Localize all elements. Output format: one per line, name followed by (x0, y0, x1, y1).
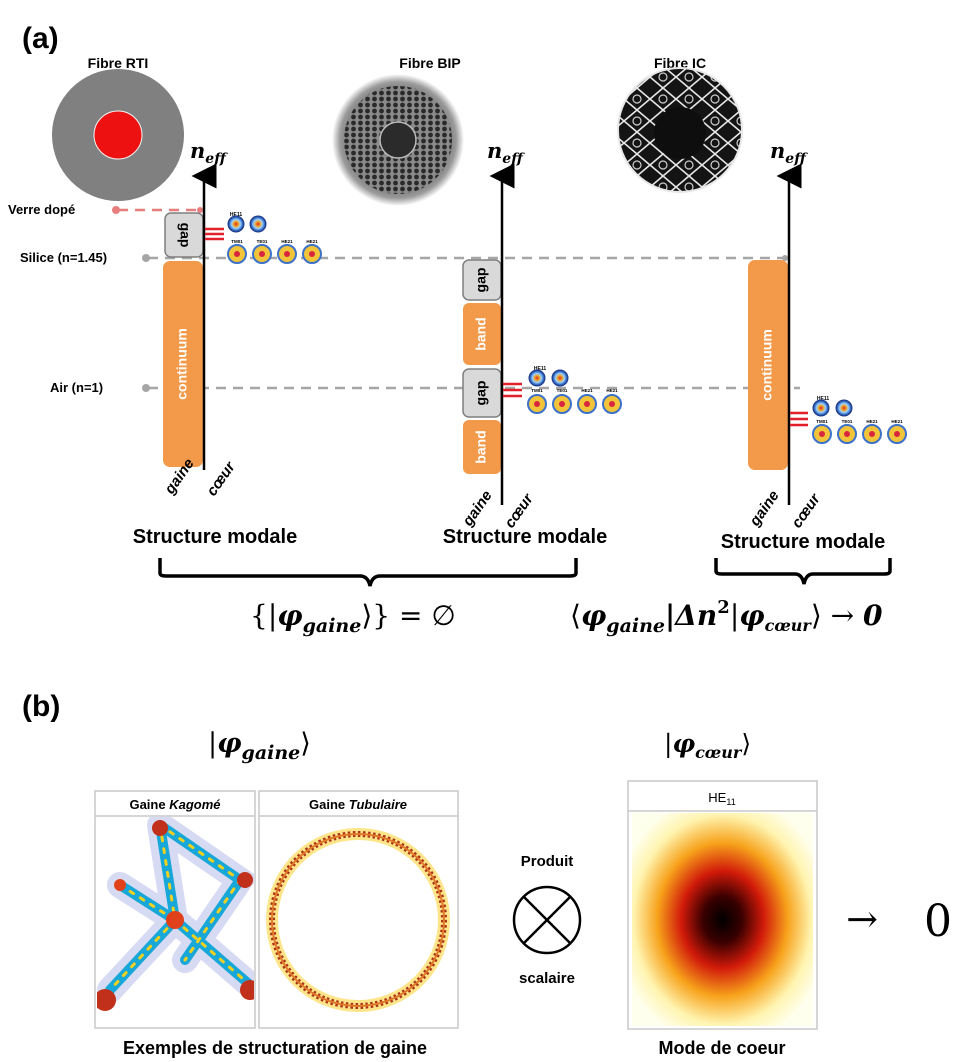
fiber-rti-section (52, 69, 184, 201)
svg-text:HE21: HE21 (606, 388, 618, 393)
formula-empty-set: {|φgaine⟩} = ∅ (250, 599, 456, 637)
svg-text:neff: neff (487, 138, 525, 167)
core-mode-title: HE11 (708, 790, 735, 807)
caption-core-mode: Mode de coeur (658, 1038, 785, 1058)
svg-text:HE11: HE11 (817, 396, 829, 402)
svg-text:HE21: HE21 (306, 239, 318, 244)
tubular-field-image (266, 828, 450, 1012)
svg-text:HE21: HE21 (581, 388, 593, 393)
product-label-top: Produit (521, 853, 574, 870)
neff-label-rti: neff (190, 138, 228, 167)
caption-structure-rti: Structure modale (133, 526, 297, 548)
svg-text:|φgaine⟩: |φgaine⟩ (208, 728, 311, 764)
formula-overlap: ⟨φgaine|Δn2|φcœur⟩ → 0 (570, 597, 883, 637)
mode-icons-ic: HE11 TM01 TE01 HE21 HE21 (812, 396, 907, 444)
mode-icons-rti: HE11 TM01 TE01 HE21 HE21 (227, 212, 322, 264)
band-diagram-ic: continuum gaine cœur (746, 163, 824, 531)
panel-b-label: (b) (22, 690, 60, 723)
brace-left (158, 558, 578, 587)
fiber-bip-section (332, 74, 464, 206)
svg-text:band: band (473, 430, 489, 463)
svg-text:HE11: HE11 (534, 366, 546, 372)
svg-text:TM01: TM01 (816, 419, 828, 424)
svg-text:{|φgaine⟩} = ∅: {|φgaine⟩} = ∅ (250, 599, 456, 637)
core-mode-box: HE11 (627, 780, 818, 1030)
svg-text:gaine: gaine (746, 487, 783, 530)
svg-text:cœur: cœur (788, 490, 824, 531)
svg-text:HE21: HE21 (866, 419, 878, 424)
arrow-to-zero: → (846, 897, 878, 941)
tubular-cladding-box: Gaine Tubulaire (258, 790, 459, 1029)
mode-icons-bip: HE11 TM01 TE01 HE21 HE21 (527, 366, 622, 414)
tubular-title: Gaine Tubulaire (309, 797, 407, 812)
label-doped-glass: Verre dopé (8, 202, 75, 217)
svg-text:band: band (473, 317, 489, 350)
svg-text:gaine: gaine (459, 487, 496, 530)
brace-right (714, 558, 892, 585)
panel-a-label: (a) (22, 22, 59, 55)
svg-text:gap: gap (177, 223, 193, 248)
continuum-box (163, 261, 203, 467)
zero-result: 0 (924, 896, 952, 947)
svg-text:HE21: HE21 (891, 419, 903, 424)
caption-structure-ic: Structure modale (721, 531, 885, 553)
neff-label-ic: neff (770, 138, 808, 167)
svg-text:HE21: HE21 (281, 239, 293, 244)
core-mode-field-image (632, 813, 813, 1026)
fiber-title-ic: Fibre IC (654, 55, 706, 71)
svg-text:continuum: continuum (759, 329, 775, 401)
caption-structure-bip: Structure modale (443, 526, 607, 548)
svg-text:TM01: TM01 (531, 388, 543, 393)
svg-text:neff: neff (770, 138, 808, 167)
svg-text:HE11: HE11 (230, 212, 242, 218)
svg-text:TM01: TM01 (231, 239, 243, 244)
fiber-title-rti: Fibre RTI (88, 55, 149, 71)
tensor-product-icon (512, 885, 582, 955)
svg-text:continuum: continuum (174, 328, 190, 400)
label-silica: Silice (n=1.45) (20, 250, 107, 265)
fiber-ic-section (617, 67, 743, 193)
svg-text:TE01: TE01 (842, 419, 853, 424)
ket-coeur-label: |φcœur⟩ (664, 729, 751, 762)
svg-text:|φcœur⟩: |φcœur⟩ (664, 729, 751, 762)
band-diagram-bip: gap band gap band gaine cœur (459, 163, 537, 531)
neff-label-bip: neff (487, 138, 525, 167)
svg-text:⟨φgaine|Δn2|φcœur⟩ → 0: ⟨φgaine|Δn2|φcœur⟩ → 0 (570, 597, 883, 637)
ket-gaine-label: |φgaine⟩ (208, 728, 311, 764)
kagome-field-image (97, 817, 254, 1011)
svg-text:TE01: TE01 (557, 388, 568, 393)
fiber-title-bip: Fibre BIP (399, 55, 460, 71)
doped-level-dot (112, 206, 120, 214)
kagome-cladding-box: Gaine Kagomé (94, 790, 256, 1029)
svg-text:cœur: cœur (203, 458, 239, 499)
label-air: Air (n=1) (50, 380, 103, 395)
kagome-title: Gaine Kagomé (129, 797, 220, 812)
caption-cladding-examples: Exemples de structuration de gaine (123, 1038, 427, 1058)
svg-text:gap: gap (473, 381, 489, 406)
svg-text:TE01: TE01 (257, 239, 268, 244)
svg-text:gap: gap (473, 268, 489, 293)
product-label-bottom: scalaire (519, 970, 575, 987)
svg-text:neff: neff (190, 138, 228, 167)
